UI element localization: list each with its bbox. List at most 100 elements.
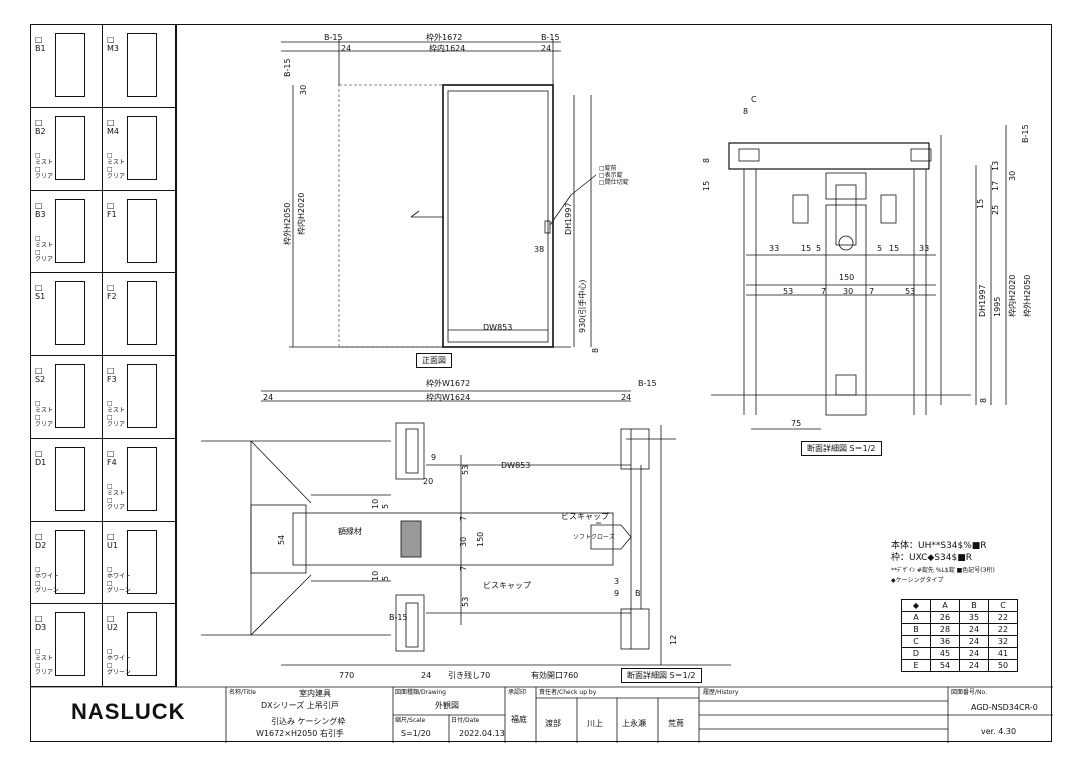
front-d38: 38 [534, 245, 545, 254]
cell: D [901, 647, 931, 660]
door-sketch [55, 33, 85, 97]
approval-name: 福庭 [511, 715, 527, 724]
plan-b15: B-15 [638, 379, 657, 388]
door-type-option: □ クリア [35, 248, 54, 263]
door-type-code: □ D1 [35, 448, 47, 467]
plan-d54: 54 [277, 534, 286, 545]
sec-c: C [751, 95, 757, 104]
front-dw: DW853 [483, 323, 513, 332]
front-d24a: 24 [341, 44, 352, 53]
plan-bottom-pull: 引き残し70 [448, 671, 491, 680]
door-type-cell: □ M4□ ミスト□ クリア [103, 107, 176, 191]
front-d30: 30 [299, 84, 308, 95]
door-type-cell: □ B3□ ミスト□ クリア [31, 190, 103, 274]
plan-d9: 9 [431, 453, 437, 462]
door-type-option: □ グリーン [107, 579, 131, 594]
cell: B [901, 623, 931, 636]
door-type-code: □ B3 [35, 200, 46, 219]
sec-d8b: 8 [702, 157, 711, 163]
title-line-3: 引込み ケーシング枠 [271, 717, 346, 726]
door-type-option: □ ホワイト [107, 565, 132, 580]
cell: 28 [930, 623, 960, 636]
door-type-code: □ M4 [107, 117, 119, 136]
sec-d8c: 8 [979, 397, 988, 403]
plan-d30: 30 [459, 536, 468, 547]
cell: 54 [930, 659, 960, 672]
front-b15-side: B-15 [283, 58, 292, 77]
sec-d5b: 5 [877, 244, 883, 253]
sec-d17: 17 [991, 180, 1000, 191]
plan-d12: 12 [669, 634, 678, 645]
door-type-code: □ S1 [35, 283, 46, 302]
checker-name: 川上 [587, 719, 603, 728]
door-sketch [55, 612, 85, 677]
front-d24b: 24 [541, 44, 552, 53]
drawing-no: AGD-NSD34CR-0 [971, 703, 1038, 712]
front-outer-h: 枠外H2050 [283, 202, 292, 245]
title-line-2: DXシリーズ 上吊引戸 [261, 701, 339, 710]
door-type-code: □ B1 [35, 35, 46, 53]
approval-label: 承認印 [508, 689, 527, 696]
door-type-cell: □ M3 [103, 25, 176, 108]
door-sketch [55, 364, 85, 428]
plan-bottom-770: 770 [339, 671, 355, 680]
drawing-no-label: 図面番号/No. [951, 689, 987, 696]
door-type-option: □ ミスト [35, 151, 54, 166]
scale-value: S=1/20 [401, 729, 431, 738]
casing-header-cell: C [988, 599, 1018, 612]
cell: A [901, 611, 931, 624]
sec-d53a: 53 [783, 287, 794, 296]
plan-b15b: B-15 [389, 613, 408, 622]
door-type-code: □ D2 [35, 531, 47, 550]
door-type-grid: □ B1□ M3□ B2□ ミスト□ クリア□ M4□ ミスト□ クリア□ B3… [31, 25, 177, 687]
title-line-4: W1672×H2050 右引手 [256, 729, 344, 738]
sec-d15c: 15 [801, 244, 812, 253]
door-type-cell: □ U1□ ホワイト□ グリーン [103, 521, 176, 605]
company-logo: NASLUCK [71, 699, 186, 724]
plan-dw: DW853 [501, 461, 531, 470]
door-sketch [127, 364, 157, 428]
door-type-option: □ ミスト [35, 400, 54, 414]
door-type-cell: □ S1 [31, 273, 103, 356]
spec-body: 本体：UH**S34$%■R [891, 541, 987, 551]
door-sketch [127, 446, 157, 511]
sec-d1995: 1995 [993, 296, 1002, 317]
door-type-option: □ ミスト [107, 400, 126, 414]
sec-d5a: 5 [816, 244, 822, 253]
plan-dB: B [635, 589, 641, 598]
checker-name: 荒蔦 [668, 719, 684, 728]
date-value: 2022.04.13 [459, 729, 505, 738]
door-type-code: □ F4 [107, 448, 117, 467]
door-sketch [127, 115, 157, 180]
front-inner-h: 枠内H2020 [297, 192, 306, 235]
cell: 35 [959, 611, 989, 624]
door-type-cell: □ B2□ ミスト□ クリア [31, 107, 103, 191]
plan-d150: 150 [476, 531, 485, 547]
title-line-1: 室内建具 [299, 689, 331, 698]
plan-d7b: 7 [459, 565, 468, 571]
sec-outer-h: 枠外H2050 [1023, 274, 1032, 317]
door-type-code: □ U2 [107, 614, 118, 633]
cell: 22 [988, 611, 1018, 624]
door-sketch [55, 529, 85, 594]
sec-d33a: 33 [769, 244, 780, 253]
cell: E [901, 659, 931, 672]
plan-d53b: 53 [461, 596, 470, 607]
sec-d53b: 53 [905, 287, 916, 296]
drawing-type-label: 図面種類/Drawing [395, 689, 446, 696]
spec-note: **ﾃﾞｻﾞｲﾝ #錠先 %L$錠 ■色記号(3桁) [891, 567, 995, 574]
plan-inner-w: 枠内W1624 [426, 393, 471, 402]
sec-d25: 25 [991, 204, 1000, 215]
sec-d7a: 7 [821, 287, 827, 296]
cell: 45 [930, 647, 960, 660]
cell: 32 [988, 635, 1018, 648]
history-label: 履歴/History [703, 689, 739, 696]
door-type-option: □ クリア [35, 165, 54, 180]
door-sketch [55, 115, 85, 180]
door-sketch [55, 446, 85, 511]
sec-d8: 8 [743, 107, 749, 116]
cell: 41 [988, 647, 1018, 660]
